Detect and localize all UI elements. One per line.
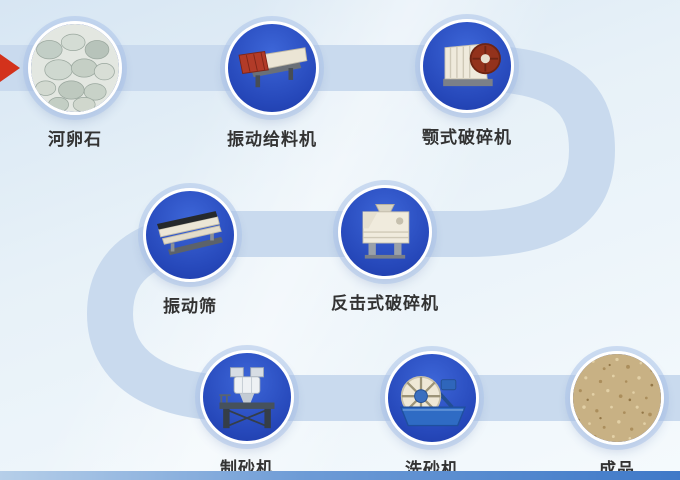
station-finished-product: 成品 — [562, 351, 672, 480]
sand-making-machine-icon — [200, 350, 294, 444]
impact-crusher-icon — [338, 185, 432, 279]
station-vibrating-feeder: 振动给料机 — [217, 21, 327, 150]
station-sand-making-machine: 制砂机 — [192, 350, 302, 479]
station-label: 反击式破碎机 — [331, 294, 439, 314]
finished-product-icon — [570, 351, 664, 445]
station-label: 颚式破碎机 — [422, 128, 512, 148]
station-impact-crusher: 反击式破碎机 — [330, 185, 440, 314]
station-label: 振动筛 — [163, 297, 217, 317]
station-vibrating-screen: 振动筛 — [135, 188, 245, 317]
station-river-pebbles: 河卵石 — [20, 21, 130, 150]
bottom-accent-bar — [0, 471, 680, 480]
station-label: 振动给料机 — [227, 130, 317, 150]
jaw-crusher-icon — [420, 19, 514, 113]
vibrating-screen-icon — [143, 188, 237, 282]
vibrating-feeder-icon — [225, 21, 319, 115]
station-label: 河卵石 — [48, 130, 102, 150]
station-sand-washer: 洗砂机 — [377, 351, 487, 480]
sand-washer-icon — [385, 351, 479, 445]
river-pebbles-icon — [28, 21, 122, 115]
station-jaw-crusher: 颚式破碎机 — [412, 19, 522, 148]
flow-start-arrow-icon — [0, 54, 20, 82]
